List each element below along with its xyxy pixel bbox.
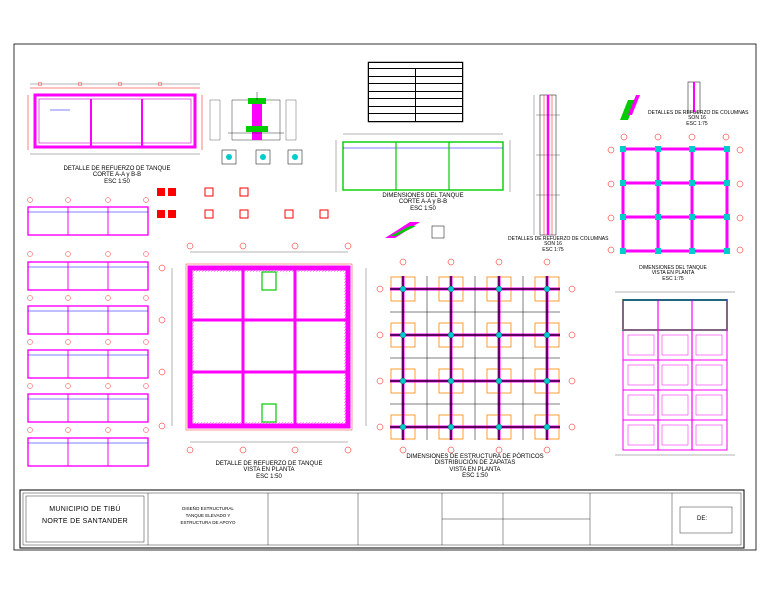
tank-plan-grid-top-right bbox=[607, 133, 744, 254]
column-elevation-right bbox=[620, 81, 701, 120]
caption-line3: VISTA EN PLANTA bbox=[449, 466, 501, 473]
hatched-detail-icon bbox=[385, 222, 445, 239]
small-detail-icons bbox=[157, 187, 329, 219]
spec-table bbox=[368, 62, 463, 122]
tank-section-rebar-caption: DETALLE DE REFUERZO DE TANQUE CORTE A-A … bbox=[52, 166, 182, 185]
beam-detail-strips bbox=[27, 197, 149, 467]
caption-subtitle: SON 16 bbox=[688, 115, 706, 122]
tank-dimensions-section-drawing bbox=[335, 133, 511, 192]
caption-scale: ESC 1:50 bbox=[410, 205, 436, 212]
client-line1: MUNICIPIO DE TIBÚ bbox=[49, 506, 121, 513]
porticos-footing-grid bbox=[376, 258, 576, 454]
caption-scale: ESC 1:75 bbox=[662, 275, 684, 282]
caption-title: DETALLES DE REFUERZO DE COLUMNAS bbox=[648, 110, 749, 116]
caption-scale: ESC 1:75 bbox=[686, 120, 708, 127]
caption-title: DIMENSIONES DEL TANQUE bbox=[639, 265, 707, 271]
caption-title: DETALLE DE REFUERZO DE TANQUE bbox=[63, 166, 171, 172]
caption-scale: ESC 1:50 bbox=[256, 473, 282, 480]
client-line2: NORTE DE SANTANDER bbox=[41, 517, 129, 525]
tank-dims-plan-caption: DIMENSIONES DEL TANQUE VISTA EN PLANTA E… bbox=[628, 265, 718, 282]
tank-elevation-right bbox=[615, 291, 735, 456]
column-section-detail bbox=[209, 92, 297, 141]
caption-scale: ESC 1:75 bbox=[542, 246, 564, 253]
client-block: MUNICIPIO DE TIBÚ NORTE DE SANTANDER bbox=[26, 504, 144, 528]
title-block-frame bbox=[19, 489, 745, 549]
project-line2: TANQUE ELEVADO Y bbox=[185, 512, 231, 518]
caption-subtitle: VISTA EN PLANTA bbox=[243, 467, 295, 474]
tank-plan-rebar-caption: DETALLE DE REFUERZO DE TANQUE VISTA EN P… bbox=[204, 461, 334, 480]
caption-title: DIMENSIONES DE ESTRUCTURA DE PÓRTICOS bbox=[406, 454, 544, 460]
column-elevation-left bbox=[533, 94, 560, 236]
caption-subtitle: SON 16 bbox=[544, 241, 562, 248]
tank-section-dims-caption: DIMENSIONES DEL TANQUE CORTE A-A y B-B E… bbox=[358, 193, 488, 212]
caption-title: DIMENSIONES DEL TANQUE bbox=[382, 193, 464, 199]
caption-subtitle: VISTA EN PLANTA bbox=[651, 270, 695, 277]
porticos-caption: DIMENSIONES DE ESTRUCTURA DE PÓRTICOS DI… bbox=[395, 454, 555, 479]
project-block: DISEÑO ESTRUCTURAL TANQUE ELEVADO Y ESTR… bbox=[150, 506, 266, 526]
caption-subtitle: CORTE A-A y B-B bbox=[398, 199, 448, 206]
tank-section-rebar-drawing bbox=[27, 81, 203, 155]
project-line3: ESTRUCTURA DE APOYO bbox=[180, 519, 236, 525]
caption-title: DETALLES DE REFUERZO DE COLUMNAS bbox=[508, 236, 609, 242]
caption-scale: ESC 1:50 bbox=[104, 178, 130, 185]
column-rebar-right-caption: DETALLES DE REFUERZO DE COLUMNAS SON 16 … bbox=[648, 110, 749, 127]
column-rebar-left-caption: DETALLES DE REFUERZO DE COLUMNAS SON 16 … bbox=[508, 236, 609, 253]
sheet-number-label: DE: bbox=[697, 516, 708, 522]
project-line1: DISEÑO ESTRUCTURAL bbox=[182, 506, 234, 511]
caption-subtitle: CORTE A-A y B-B bbox=[92, 172, 142, 179]
caption-title: DETALLE DE REFUERZO DE TANQUE bbox=[215, 461, 323, 467]
tank-plan-rebar-drawing bbox=[158, 242, 367, 454]
caption-subtitle: DISTRIBUCIÓN DE ZAPATAS bbox=[434, 460, 516, 467]
column-cross-sections bbox=[221, 149, 303, 165]
caption-scale: ESC 1:50 bbox=[462, 472, 488, 479]
